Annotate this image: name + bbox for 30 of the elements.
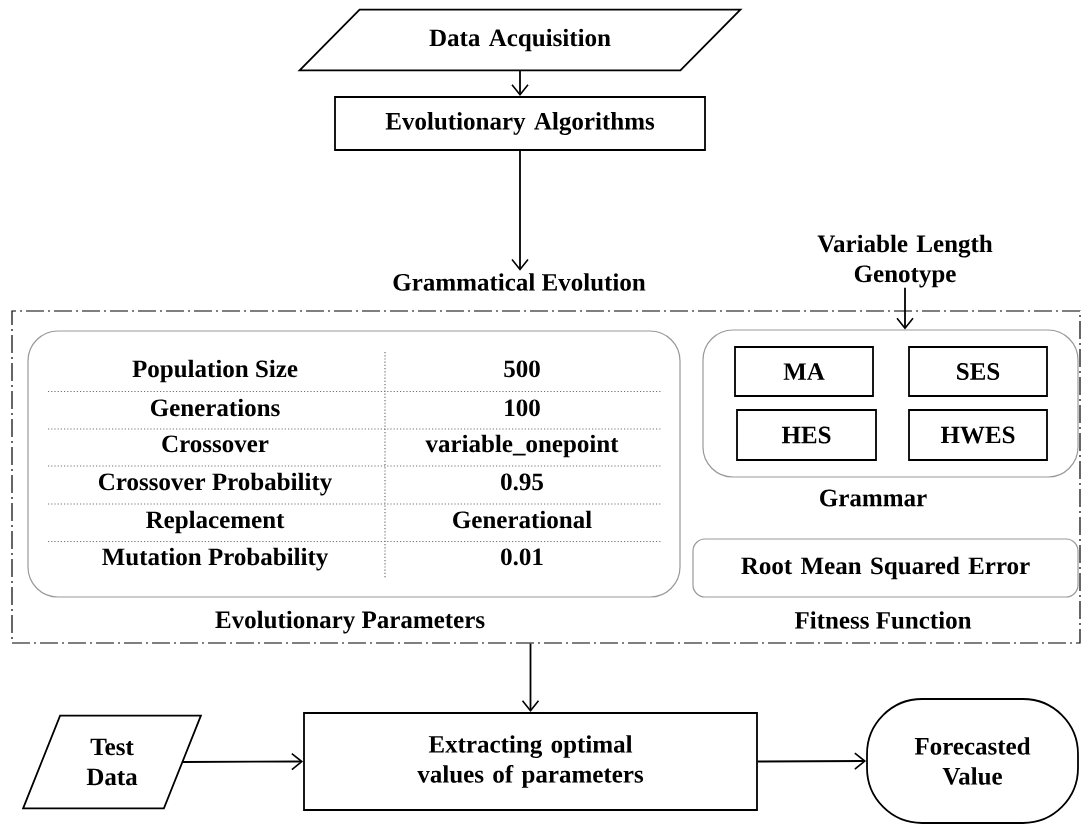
- table-cell: Generational: [449, 508, 595, 536]
- table-cell: Replacement: [143, 508, 287, 536]
- arrow: [757, 752, 867, 770]
- table-cell: 0.95: [498, 470, 546, 498]
- rounded-panel: Root Mean Squared Error: [692, 538, 1079, 598]
- table-cell: Crossover: [159, 432, 271, 460]
- process-box: Evolutionary Algorithms: [334, 96, 706, 151]
- table-cell: variable_onepoint: [423, 432, 621, 460]
- process-box: Extracting optimal values of parameters: [303, 712, 758, 811]
- table-cell: Crossover Probability: [95, 470, 335, 498]
- group-heading: Grammatical Evolution: [393, 273, 646, 291]
- arrow: [896, 286, 914, 330]
- table-cell: 0.01: [498, 545, 546, 573]
- table-cell: 500: [501, 357, 543, 385]
- table-cell: Mutation Probability: [99, 545, 331, 573]
- table-cell: Population Size: [130, 357, 300, 385]
- node-text: Variable Length Genotype: [817, 234, 993, 288]
- arrow: [521, 642, 540, 713]
- arrow: [511, 69, 529, 97]
- table-cell: 100: [501, 396, 543, 424]
- model-box: MA: [734, 346, 874, 397]
- model-box: HES: [736, 409, 877, 461]
- arrow: [511, 150, 529, 271]
- panel-caption: Fitness Function: [794, 611, 972, 629]
- arrow: [181, 752, 304, 771]
- model-box: HWES: [908, 409, 1048, 461]
- model-box: SES: [908, 346, 1048, 397]
- panel-caption: Evolutionary Parameters: [215, 610, 485, 634]
- panel-caption: Grammar: [820, 489, 927, 507]
- table-cell: Generations: [147, 396, 283, 424]
